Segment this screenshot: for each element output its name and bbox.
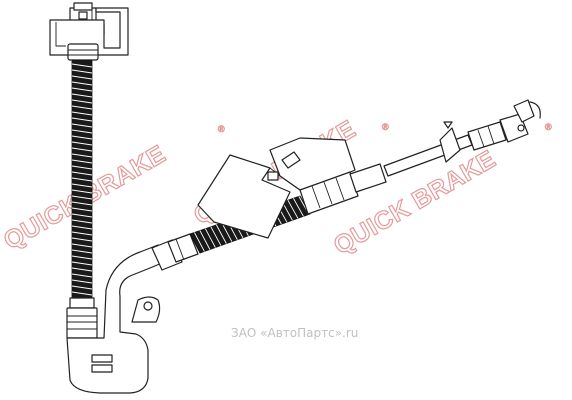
hose-braid-line (71, 99, 93, 104)
hose-braid-line (71, 117, 93, 122)
hose-braid-line (71, 219, 93, 224)
watermark-center-reg: ® (382, 122, 390, 133)
hose-braid-line (71, 279, 93, 284)
hose-braid-line (71, 93, 93, 98)
vertical-hose (71, 59, 93, 301)
hose-braid-line (71, 255, 93, 260)
hose-braid-line (71, 141, 93, 146)
hose-braid-line (71, 267, 93, 272)
hose-braid-line (71, 261, 93, 266)
top-bracket (49, 6, 129, 56)
hose-braid-line (71, 231, 93, 236)
hose-braid-line (71, 147, 93, 152)
hose-braid-line (71, 159, 93, 164)
hose-braid-line (71, 207, 93, 212)
hose-braid-line (71, 129, 93, 134)
hose-braid-line (71, 237, 93, 242)
hose-braid-line (71, 123, 93, 128)
hose-braid-line (221, 222, 233, 242)
right-crimp (299, 163, 387, 215)
hose-braid-line (216, 224, 227, 244)
hose-braid-line (71, 171, 93, 176)
lower-ferrule (66, 297, 98, 339)
hose-braid-line (71, 87, 93, 92)
hose-braid-line (71, 213, 93, 218)
hose-braid-line (205, 228, 216, 248)
site-caption: ЗАО «АвтоПартс».ru (231, 326, 359, 340)
watermark-left-reg: ® (218, 124, 226, 135)
hose-braid-line (71, 273, 93, 278)
center-bracket (197, 137, 356, 239)
hose-braid-line (293, 198, 304, 217)
hose-braid-line (71, 249, 93, 254)
hose-braid-line (71, 291, 93, 296)
hose-braid-line (210, 226, 222, 246)
hose-braid-line (71, 243, 93, 248)
hose-braid-line (71, 153, 93, 158)
hose-braid-line (71, 63, 93, 68)
hose-braid-line (71, 183, 93, 188)
hose-braid-line (71, 135, 93, 140)
hose-braid-line (71, 81, 93, 86)
hose-braid-line (71, 177, 93, 182)
hose-braid-line (71, 165, 93, 170)
middle-fitting (151, 233, 199, 271)
watermark-right-reg: ® (545, 122, 553, 133)
hose-braid-line (71, 225, 93, 230)
hose-braid-line (71, 189, 93, 194)
hose-braid-line (71, 69, 93, 74)
hose-braid-line (71, 195, 93, 200)
watermark-center-reg-mark: ® (382, 122, 389, 132)
bottom-bracket (66, 244, 163, 394)
hose-braid-line (71, 105, 93, 110)
hose-braid-line (71, 111, 93, 116)
hose-braid-line (194, 232, 205, 252)
hose-braid-line (71, 75, 93, 80)
hose-braid-line (287, 199, 299, 219)
watermark-left-reg-mark: ® (218, 124, 225, 134)
hose-braid-line (199, 230, 211, 250)
hose-braid-line (71, 285, 93, 290)
end-fitting (467, 99, 541, 151)
watermark-right-reg-mark: ® (545, 122, 552, 132)
hose-braid-line (71, 201, 93, 206)
upper-ferrule (67, 43, 99, 61)
